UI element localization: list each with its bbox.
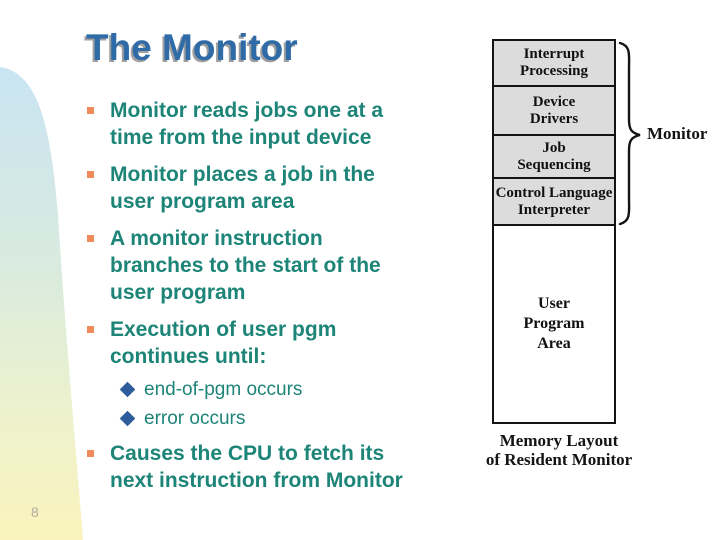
bullet-text: Monitor reads jobs one at a time from th… bbox=[110, 99, 384, 149]
square-bullet-icon bbox=[87, 107, 94, 114]
memory-layout-diagram: Interrupt Processing Device Drivers Job … bbox=[492, 39, 616, 424]
memory-box-interrupt-processing: Interrupt Processing bbox=[492, 39, 616, 87]
list-item: A monitor instruction branches to the st… bbox=[87, 225, 479, 306]
list-item: Monitor places a job in the user program… bbox=[87, 161, 479, 215]
memory-box-device-drivers: Device Drivers bbox=[492, 85, 616, 136]
monitor-brace bbox=[618, 41, 641, 226]
background-accent-shape bbox=[0, 67, 83, 540]
slide-title: The Monitor bbox=[86, 27, 298, 68]
bullet-text: Monitor places a job in the user program… bbox=[110, 163, 375, 213]
square-bullet-icon bbox=[87, 450, 94, 457]
sub-list-item: end-of-pgm occurs bbox=[119, 376, 479, 403]
list-item: Execution of user pgm continues until: bbox=[87, 316, 479, 370]
diamond-bullet-icon bbox=[119, 410, 136, 427]
square-bullet-icon bbox=[87, 326, 94, 333]
list-item: Monitor reads jobs one at a time from th… bbox=[87, 97, 479, 151]
square-bullet-icon bbox=[87, 235, 94, 242]
memory-box-user-program-area: User Program Area bbox=[492, 224, 616, 424]
list-item: Causes the CPU to fetch its next instruc… bbox=[87, 440, 479, 494]
sub-bullet-text: end-of-pgm occurs bbox=[144, 379, 303, 400]
page-number: 8 bbox=[31, 504, 39, 520]
diamond-bullet-icon bbox=[119, 381, 136, 398]
bullet-text: Causes the CPU to fetch its next instruc… bbox=[110, 442, 403, 492]
bullet-text: A monitor instruction branches to the st… bbox=[110, 227, 381, 304]
memory-box-job-sequencing: Job Sequencing bbox=[492, 134, 616, 179]
diagram-caption: Memory Layout of Resident Monitor bbox=[485, 431, 633, 469]
square-bullet-icon bbox=[87, 171, 94, 178]
memory-box-control-language-interpreter: Control Language Interpreter bbox=[492, 177, 616, 226]
sub-list-item: error occurs bbox=[119, 405, 479, 432]
bullet-list: Monitor reads jobs one at a time from th… bbox=[87, 97, 479, 504]
bullet-text: Execution of user pgm continues until: bbox=[110, 318, 337, 368]
brace-label-monitor: Monitor bbox=[647, 124, 708, 143]
sub-bullet-text: error occurs bbox=[144, 408, 246, 429]
